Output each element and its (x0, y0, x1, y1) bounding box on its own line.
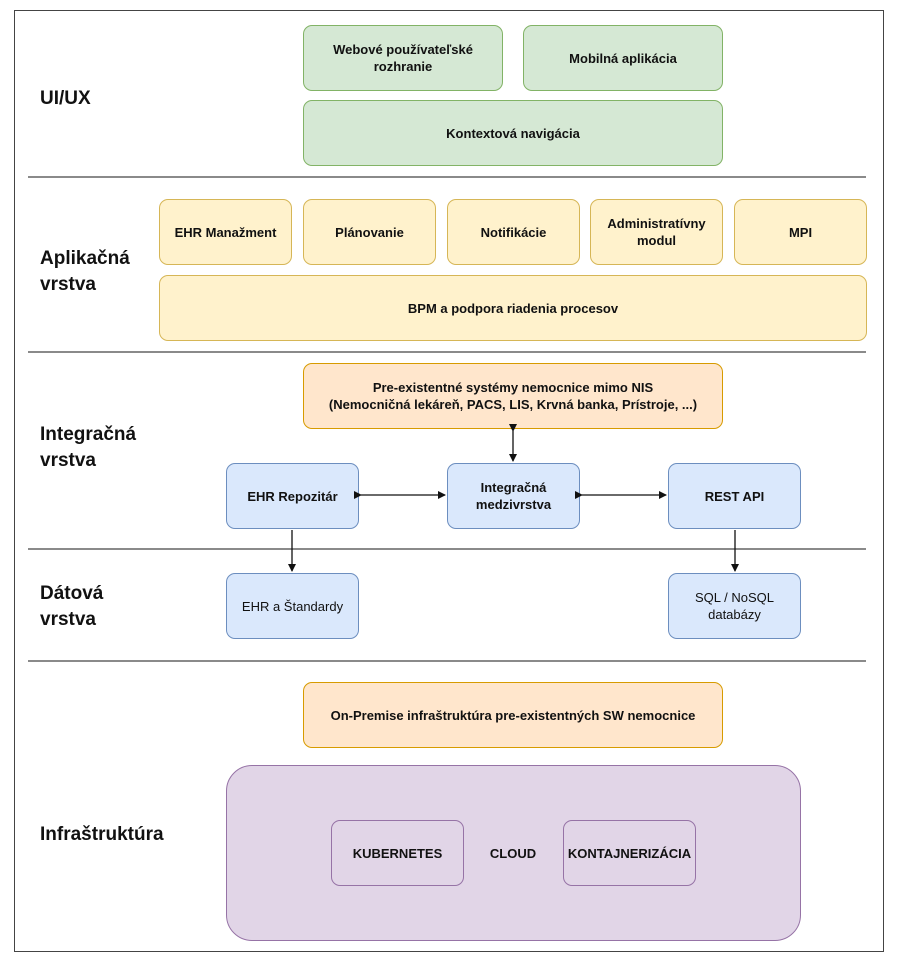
box-context-navigation: Kontextová navigácia (303, 100, 723, 166)
layer-label-data: Dátová vrstva (40, 581, 103, 633)
box-on-premise: On-Premise infraštruktúra pre-existentný… (303, 682, 723, 748)
box-admin-module: Administratívny modul (590, 199, 723, 265)
box-ehr-standards: EHR a Štandardy (226, 573, 359, 639)
divider-integration-data (28, 548, 866, 550)
box-notifications: Notifikácie (447, 199, 580, 265)
divider-app-integration (28, 351, 866, 353)
layer-label-uiux: UI/UX (40, 88, 91, 109)
box-integration-middleware: Integračná medzivrstva (447, 463, 580, 529)
layer-label-application: Aplikačná vrstva (40, 246, 130, 298)
label-cloud: CLOUD (489, 845, 537, 861)
layer-label-integration: Integračná vrstva (40, 422, 136, 474)
layer-label-infrastructure: Infraštruktúra (40, 824, 164, 845)
layer-label-application-line2: vrstva (40, 274, 96, 295)
diagram-frame (14, 10, 884, 952)
box-containerization: KONTAJNERIZÁCIA (563, 820, 696, 886)
divider-data-infra (28, 660, 866, 662)
layer-label-application-line1: Aplikačná (40, 248, 130, 269)
box-mpi: MPI (734, 199, 867, 265)
box-cloud-container (226, 765, 801, 941)
legacy-systems-list: (Nemocničná lekáreň, PACS, LIS, Krvná ba… (328, 397, 698, 412)
box-legacy-systems: Pre-existentné systémy nemocnice mimo NI… (303, 363, 723, 429)
divider-uiux-app (28, 176, 866, 178)
layer-label-data-line1: Dátová (40, 583, 104, 604)
layer-label-integration-line1: Integračná (40, 424, 137, 445)
box-bpm: BPM a podpora riadenia procesov (159, 275, 867, 341)
box-mobile-app: Mobilná aplikácia (523, 25, 723, 91)
layer-label-data-line2: vrstva (40, 609, 96, 630)
box-kubernetes: KUBERNETES (331, 820, 464, 886)
box-planning: Plánovanie (303, 199, 436, 265)
box-ehr-management: EHR Manažment (159, 199, 292, 265)
layer-label-integration-line2: vrstva (40, 450, 96, 471)
box-web-ui: Webové používateľské rozhranie (303, 25, 503, 91)
box-sql-nosql: SQL / NoSQL databázy (668, 573, 801, 639)
box-rest-api: REST API (668, 463, 801, 529)
legacy-systems-title: Pre-existentné systémy nemocnice mimo NI… (372, 380, 654, 395)
box-ehr-repository: EHR Repozitár (226, 463, 359, 529)
